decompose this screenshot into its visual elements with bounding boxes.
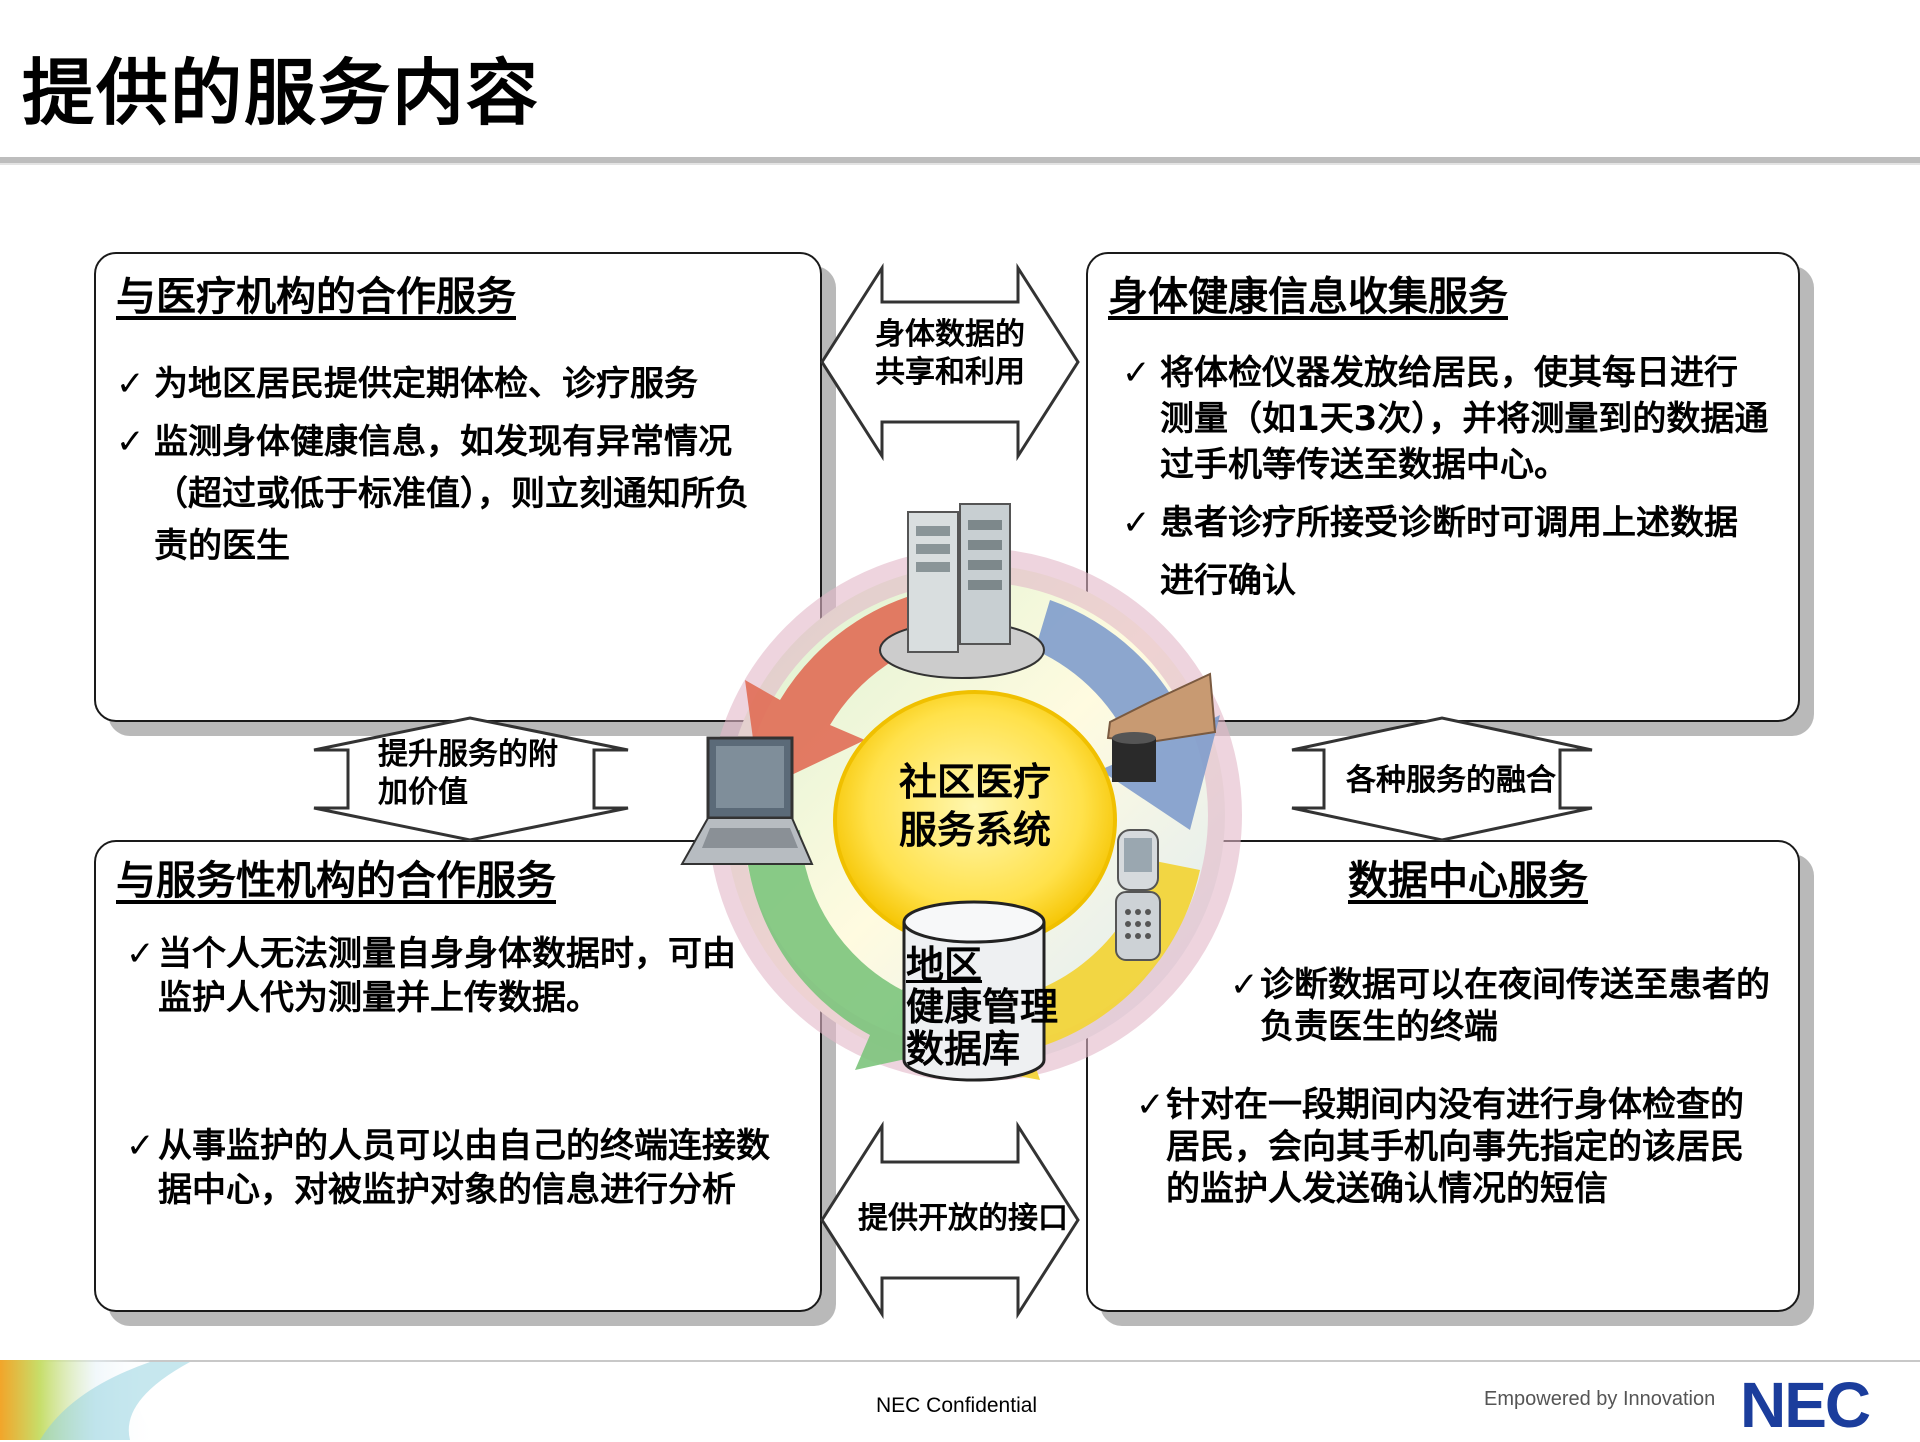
mobile-phone-icon	[1115, 829, 1161, 961]
list-item: ✓ 当个人无法测量自身身体数据时，可由监护人代为测量并上传数据。	[126, 932, 766, 1020]
item-text: 针对在一段期间内没有进行身体检查的居民，会向其手机向事先指定的该居民的监护人发送…	[1166, 1085, 1744, 1209]
item-text: 监测身体健康信息，如发现有异常情况（超过或低于标准值），则立刻通知所负责的医生	[154, 422, 749, 566]
system-label-line: 社区医疗	[898, 760, 1051, 804]
list-item: ✓ 诊断数据可以在夜间传送至患者的负责医生的终端	[1230, 964, 1770, 1048]
panel-title: 身体健康信息收集服务	[1108, 274, 1508, 320]
panel-title: 与服务性机构的合作服务	[116, 858, 556, 904]
database-label-line: 地区	[906, 943, 983, 987]
checkmark-icon: ✓	[116, 422, 145, 462]
arrow-label-service-fusion: 各种服务的融合	[1346, 763, 1556, 798]
arrow-label-line: 加价值	[378, 775, 468, 810]
database-label-line: 健康管理	[906, 985, 1059, 1029]
item-text: 诊断数据可以在夜间传送至患者的负责医生的终端	[1260, 965, 1770, 1047]
system-label: 社区医疗 服务系统	[890, 758, 1060, 854]
server-icon	[879, 503, 1045, 679]
arrow-data-sharing	[820, 262, 1080, 462]
item-text: 当个人无法测量自身身体数据时，可由监护人代为测量并上传数据。	[158, 934, 736, 1018]
checkmark-icon: ✓	[1122, 353, 1151, 393]
checkmark-icon: ✓	[126, 1126, 155, 1166]
nec-logo: NEC	[1740, 1369, 1871, 1441]
panel-health-collection: 身体健康信息收集服务 ✓ 将体检仪器发放给居民，使其每日进行测量（如1天3次），…	[1086, 252, 1800, 722]
list-item: ✓ 监测身体健康信息，如发现有异常情况（超过或低于标准值），则立刻通知所负责的医…	[116, 416, 776, 572]
panel-medical-cooperation: 与医疗机构的合作服务 ✓ 为地区居民提供定期体检、诊疗服务 ✓ 监测身体健康信息…	[94, 252, 822, 722]
tagline: Empowered by Innovation	[1484, 1388, 1716, 1410]
item-text: 将体检仪器发放给居民，使其每日进行测量（如1天3次），并将测量到的数据通过手机等…	[1160, 353, 1769, 485]
arrow-open-interface	[820, 1120, 1080, 1320]
list-item: ✓ 将体检仪器发放给居民，使其每日进行测量（如1天3次），并将测量到的数据通过手…	[1122, 350, 1770, 488]
arrow-service-fusion	[1291, 716, 1593, 842]
database-icon	[902, 900, 1046, 1082]
list-item: ✓ 为地区居民提供定期体检、诊疗服务	[116, 358, 756, 410]
title-divider	[0, 157, 1920, 163]
list-item: ✓ 患者诊疗所接受诊断时可调用上述数据进行确认	[1122, 494, 1770, 610]
item-text: 为地区居民提供定期体检、诊疗服务	[154, 364, 698, 404]
checkmark-icon: ✓	[116, 364, 145, 404]
footer-divider	[0, 1360, 1920, 1362]
checkmark-icon: ✓	[1136, 1085, 1165, 1125]
arrow-label-data-sharing: 身体数据的 共享和利用	[868, 316, 1032, 392]
panel-service-cooperation: 与服务性机构的合作服务 ✓ 当个人无法测量自身身体数据时，可由监护人代为测量并上…	[94, 840, 822, 1312]
title-divider-shade	[0, 163, 1920, 165]
hand-device-icon	[1106, 672, 1217, 782]
item-text: 患者诊疗所接受诊断时可调用上述数据进行确认	[1160, 503, 1738, 601]
panel-title: 数据中心服务	[1348, 858, 1588, 904]
checkmark-icon: ✓	[1122, 503, 1151, 543]
footer-swoosh	[0, 1360, 190, 1440]
arrow-label-line: 共享和利用	[875, 355, 1025, 390]
arrow-value-added	[313, 716, 629, 842]
footer-confidential: NEC Confidential	[876, 1394, 1038, 1417]
item-text: 从事监护的人员可以由自己的终端连接数据中心，对被监护对象的信息进行分析	[158, 1126, 770, 1210]
list-item: ✓ 针对在一段期间内没有进行身体检查的居民，会向其手机向事先指定的该居民的监护人…	[1136, 1084, 1776, 1210]
database-label-line: 数据库	[906, 1027, 1021, 1071]
database-label: 地区 健康管理 数据库	[906, 944, 1058, 1070]
arrow-label-line: 身体数据的	[875, 317, 1025, 352]
arrow-label-line: 提升服务的附	[378, 737, 558, 772]
arrow-label-value-added: 提升服务的附 加价值	[378, 736, 558, 812]
list-item: ✓ 从事监护的人员可以由自己的终端连接数据中心，对被监护对象的信息进行分析	[126, 1124, 802, 1212]
checkmark-icon: ✓	[1230, 965, 1259, 1005]
system-label-line: 服务系统	[898, 808, 1051, 852]
arrow-label-open-interface: 提供开放的接口	[858, 1201, 1068, 1236]
checkmark-icon: ✓	[126, 934, 155, 974]
page-title: 提供的服务内容	[22, 51, 541, 135]
laptop-icon	[680, 736, 814, 865]
panel-title: 与医疗机构的合作服务	[116, 274, 516, 320]
